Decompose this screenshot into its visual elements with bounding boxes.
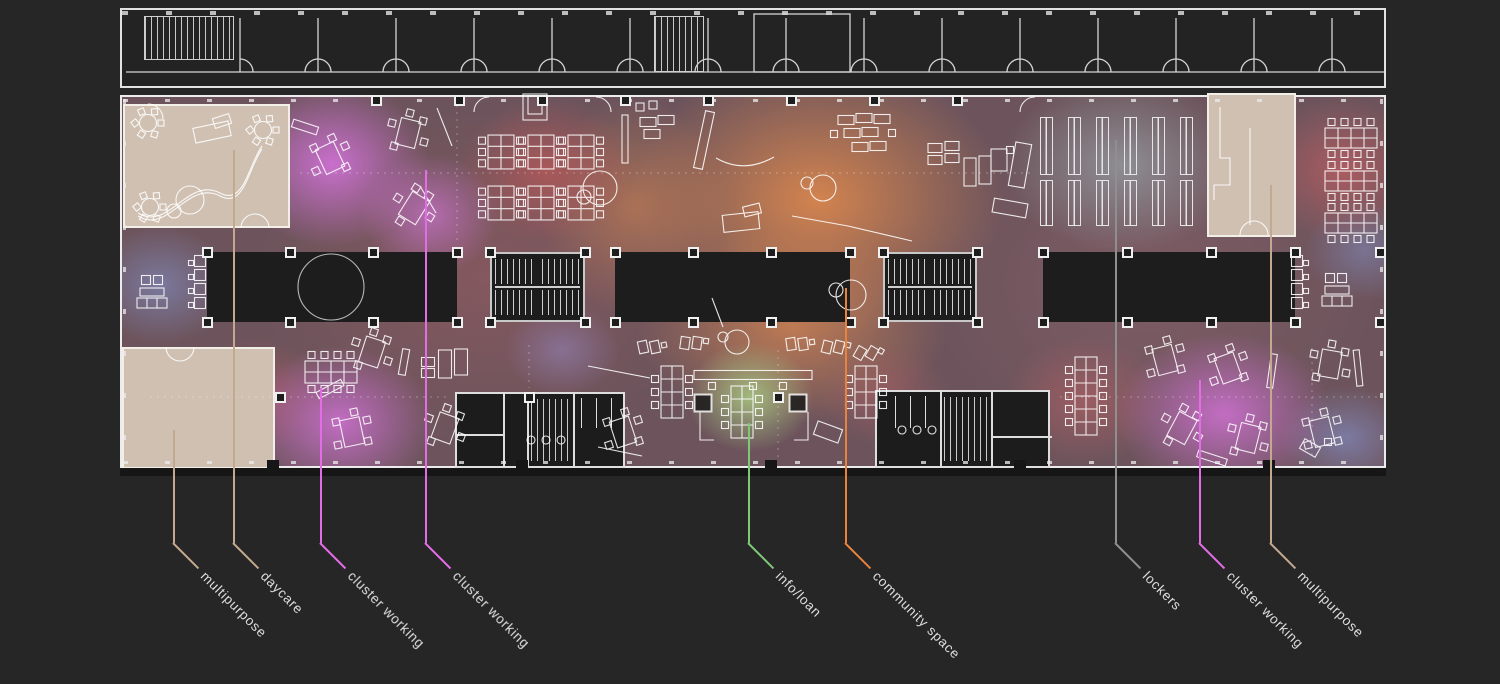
structural-column	[703, 95, 714, 106]
structural-column	[580, 247, 591, 258]
office-strip	[120, 8, 1386, 88]
leader-line	[173, 430, 175, 543]
locker-bank	[1068, 117, 1081, 175]
entrance-threshold	[1014, 460, 1026, 469]
structural-column	[1122, 317, 1133, 328]
structural-column	[368, 317, 379, 328]
hall-right-ticks	[1380, 99, 1383, 464]
locker-bank	[1152, 180, 1165, 226]
hall-left-ticks	[123, 99, 126, 464]
entrance-threshold	[267, 460, 279, 469]
structural-column	[485, 247, 496, 258]
structural-column	[202, 247, 213, 258]
service-block-left	[455, 392, 625, 468]
structural-column	[610, 317, 621, 328]
core-block-2	[615, 252, 850, 322]
stair-block-left	[490, 252, 585, 322]
room-multipurpose-left	[122, 347, 275, 469]
leader-line	[425, 170, 427, 543]
structural-column	[972, 247, 983, 258]
locker-bank	[1096, 117, 1109, 175]
structural-column	[845, 317, 856, 328]
locker-bank	[1124, 117, 1137, 175]
locker-bank	[1180, 180, 1193, 226]
structural-column	[1375, 317, 1386, 328]
room-multipurpose-right	[1207, 93, 1296, 237]
locker-bank	[1152, 117, 1165, 175]
office-partitions	[126, 13, 1384, 73]
structural-column	[773, 392, 784, 403]
hall-bottom-ticks	[123, 461, 1383, 464]
structural-column	[524, 392, 535, 403]
structural-column	[878, 317, 889, 328]
stair-left	[144, 16, 234, 60]
structural-column	[620, 95, 631, 106]
structural-column	[688, 317, 699, 328]
entrance-threshold	[765, 460, 777, 469]
locker-bank	[1096, 180, 1109, 226]
leader-line	[320, 388, 322, 543]
structural-column	[1290, 247, 1301, 258]
entrance-threshold	[516, 460, 528, 469]
structural-column	[452, 247, 463, 258]
structural-column	[1038, 247, 1049, 258]
structural-column	[972, 317, 983, 328]
core-block-3	[1043, 252, 1295, 322]
structural-column	[580, 317, 591, 328]
structural-column	[275, 392, 286, 403]
structural-column	[786, 95, 797, 106]
structural-column	[688, 247, 699, 258]
locker-bank	[1068, 180, 1081, 226]
structural-column	[1206, 247, 1217, 258]
structural-column	[766, 247, 777, 258]
structural-column	[285, 317, 296, 328]
structural-column	[285, 247, 296, 258]
structural-column	[610, 247, 621, 258]
hall-top-ticks	[123, 99, 1383, 102]
leader-line	[1270, 185, 1272, 543]
stair-block-right	[883, 252, 977, 322]
structural-column	[368, 247, 379, 258]
structural-column	[845, 247, 856, 258]
structural-column	[1290, 317, 1301, 328]
structural-column	[537, 95, 548, 106]
structural-column	[485, 317, 496, 328]
structural-column	[1038, 317, 1049, 328]
structural-column	[202, 317, 213, 328]
leader-line	[748, 423, 750, 543]
entrance-threshold	[1263, 460, 1275, 469]
structural-column	[371, 95, 382, 106]
structural-column	[766, 317, 777, 328]
structural-column	[952, 95, 963, 106]
service-block-right	[875, 390, 1052, 468]
locker-bank	[1040, 180, 1053, 226]
leader-line	[233, 150, 235, 543]
core-block-1	[207, 252, 457, 322]
structural-column	[869, 95, 880, 106]
structural-column	[1206, 317, 1217, 328]
structural-column	[1375, 247, 1386, 258]
leader-line	[1115, 140, 1117, 543]
structural-column	[452, 317, 463, 328]
locker-bank	[1040, 117, 1053, 175]
locker-bank	[1124, 180, 1137, 226]
structural-column	[1122, 247, 1133, 258]
window-mullion-ticks	[122, 11, 1384, 15]
stair-center	[654, 16, 704, 72]
structural-column	[454, 95, 465, 106]
leader-line	[1199, 380, 1201, 543]
locker-bank	[1180, 117, 1193, 175]
leader-line	[845, 288, 847, 543]
bottom-wall-shadow	[120, 468, 1386, 476]
structural-column	[878, 247, 889, 258]
